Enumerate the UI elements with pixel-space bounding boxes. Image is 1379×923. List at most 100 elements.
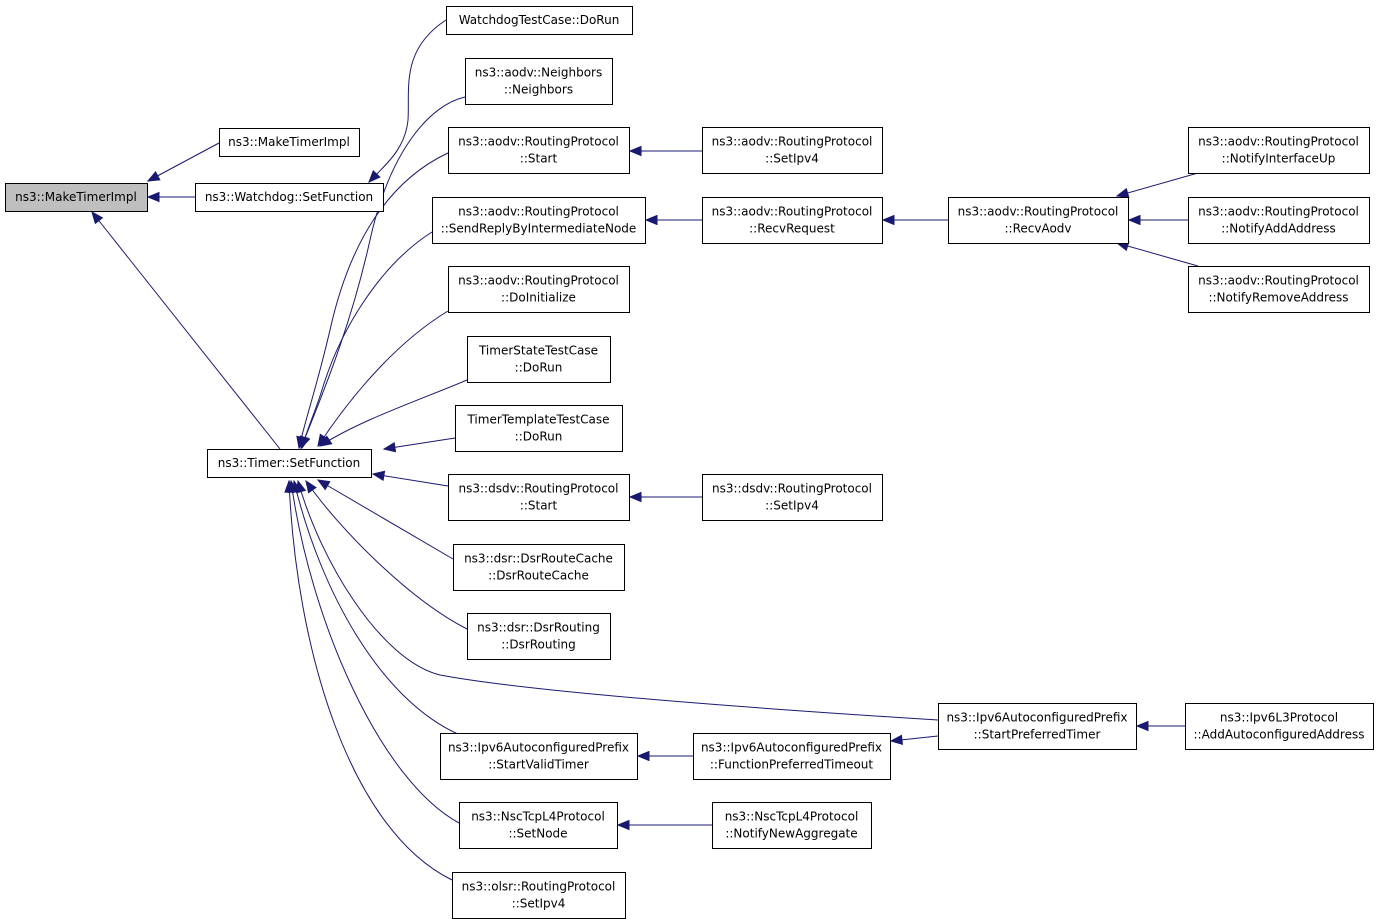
edge-svt-to-tsf: [291, 479, 461, 736]
node-label-line: ::DoRun: [515, 430, 563, 444]
node-label-line: ::NotifyRemoveAddress: [1208, 291, 1348, 305]
edge-line: [290, 480, 460, 824]
node-label-line: TimerStateTestCase: [478, 344, 598, 358]
node-box: [446, 6, 633, 35]
node-label-line: ns3::aodv::RoutingProtocol: [1198, 135, 1359, 149]
edge-olsr-to-tsf: [284, 479, 453, 881]
edge-tsf-to-root: [91, 210, 281, 450]
node-label-line: ::DoRun: [515, 361, 563, 375]
node-mti2[interactable]: ns3::MakeTimerImpl: [219, 128, 360, 157]
arrowhead: [371, 470, 386, 481]
edge-line: [317, 310, 449, 447]
node-label-line: ::DsrRouting: [501, 638, 576, 652]
node-label-line: ns3::Ipv6AutoconfiguredPrefix: [946, 711, 1127, 725]
node-tsf[interactable]: ns3::Timer::SetFunction: [207, 449, 372, 478]
edge-dstart-to-tsf: [371, 470, 449, 487]
node-aifup[interactable]: ns3::aodv::RoutingProtocol::NotifyInterf…: [1188, 127, 1370, 174]
edge-wtc-to-wsf: [368, 19, 447, 183]
node-label-line: ::StartValidTimer: [488, 758, 589, 772]
node-box: [1188, 266, 1370, 313]
nodes-layer: ns3::MakeTimerImplns3::MakeTimerImplns3:…: [5, 6, 1374, 919]
node-label-line: ns3::Ipv6AutoconfiguredPrefix: [448, 741, 629, 755]
edge-line: [368, 19, 447, 183]
node-label-line: ::NotifyNewAggregate: [725, 827, 857, 841]
node-label-line: ns3::Ipv6L3Protocol: [1220, 711, 1338, 725]
edge-asetipv4-to-astart: [628, 145, 702, 157]
edge-mti2-to-root: [146, 142, 220, 182]
node-box: [467, 336, 611, 383]
node-dstart[interactable]: ns3::dsdv::RoutingProtocol::Start: [448, 474, 630, 521]
arrowhead: [316, 479, 331, 491]
node-wsf[interactable]: ns3::Watchdog::SetFunction: [195, 183, 384, 212]
node-label-line: ::DoInitialize: [501, 291, 576, 305]
node-label-line: ns3::aodv::RoutingProtocol: [712, 135, 873, 149]
node-l3add[interactable]: ns3::Ipv6L3Protocol::AddAutoconfiguredAd…: [1185, 703, 1374, 750]
edge-line: [298, 152, 449, 449]
edge-line: [301, 231, 433, 449]
edge-line: [293, 480, 461, 736]
arrowhead: [881, 214, 895, 226]
edge-line: [305, 480, 468, 630]
node-root[interactable]: ns3::MakeTimerImpl: [5, 183, 148, 212]
node-box: [440, 733, 638, 780]
node-label-line: ::SetIpv4: [765, 152, 819, 166]
node-drouting[interactable]: ns3::dsr::DsrRouting::DsrRouting: [467, 613, 611, 660]
node-aaddaddr[interactable]: ns3::aodv::RoutingProtocol::NotifyAddAdd…: [1188, 197, 1370, 244]
edge-arecvreq-to-asend: [644, 214, 702, 226]
edge-line: [319, 379, 468, 447]
node-astart[interactable]: ns3::aodv::RoutingProtocol::Start: [448, 127, 630, 174]
arrowhead: [1135, 720, 1149, 732]
node-nscnotify[interactable]: ns3::NscTcpL4Protocol::NotifyNewAggregat…: [712, 802, 872, 849]
edges-layer: [91, 19, 1199, 881]
node-box: [5, 183, 148, 212]
arrowhead: [91, 210, 104, 225]
node-svt[interactable]: ns3::Ipv6AutoconfiguredPrefix::StartVali…: [440, 733, 638, 780]
node-arecvaodv[interactable]: ns3::aodv::RoutingProtocol::RecvAodv: [948, 197, 1129, 244]
node-asetipv4[interactable]: ns3::aodv::RoutingProtocol::SetIpv4: [702, 127, 883, 174]
node-tstc[interactable]: TimerStateTestCase::DoRun: [467, 336, 611, 383]
arrowhead: [284, 479, 295, 493]
node-box: [467, 613, 611, 660]
node-aremaddr[interactable]: ns3::aodv::RoutingProtocol::NotifyRemove…: [1188, 266, 1370, 313]
node-arecvreq[interactable]: ns3::aodv::RoutingProtocol::RecvRequest: [702, 197, 883, 244]
node-spt[interactable]: ns3::Ipv6AutoconfiguredPrefix::StartPref…: [938, 703, 1137, 750]
edge-asend-to-tsf: [299, 231, 433, 450]
arrowhead: [636, 750, 650, 762]
edge-drouting-to-tsf: [305, 479, 468, 630]
edge-line: [317, 479, 454, 560]
edge-nscset-to-tsf: [287, 479, 460, 824]
arrowhead: [889, 734, 903, 745]
node-label-line: ns3::dsr::DsrRouting: [477, 621, 600, 635]
node-box: [453, 544, 625, 591]
node-tttc[interactable]: TimerTemplateTestCase::DoRun: [455, 405, 623, 452]
node-label-line: ::Start: [520, 499, 558, 513]
node-nscset[interactable]: ns3::NscTcpL4Protocol::SetNode: [459, 802, 618, 849]
node-ainit[interactable]: ns3::aodv::RoutingProtocol::DoInitialize: [448, 266, 630, 313]
edge-line: [383, 437, 456, 450]
node-dsetipv4[interactable]: ns3::dsdv::RoutingProtocol::SetIpv4: [702, 474, 883, 521]
node-box: [452, 872, 626, 919]
edge-drc-to-tsf: [316, 479, 454, 560]
node-olsr[interactable]: ns3::olsr::RoutingProtocol::SetIpv4: [452, 872, 626, 919]
arrowhead: [146, 170, 161, 182]
edge-tstc-to-tsf: [318, 379, 468, 447]
node-fpt[interactable]: ns3::Ipv6AutoconfiguredPrefix::FunctionP…: [693, 733, 891, 780]
node-wtc[interactable]: WatchdogTestCase::DoRun: [446, 6, 633, 35]
node-label-line: ::NotifyAddAddress: [1221, 222, 1336, 236]
node-label-line: ::FunctionPreferredTimeout: [710, 758, 874, 772]
node-asend[interactable]: ns3::aodv::RoutingProtocol::SendReplyByI…: [432, 197, 646, 244]
edge-line: [147, 142, 220, 182]
edge-arecvaodv-to-arecvreq: [881, 214, 948, 226]
node-label-line: ns3::aodv::Neighbors: [475, 66, 602, 80]
arrowhead: [1127, 214, 1141, 226]
node-label-line: ns3::Watchdog::SetFunction: [205, 190, 373, 204]
node-label-line: ::SetNode: [508, 827, 567, 841]
edge-spt-to-fpt: [889, 734, 939, 745]
node-aneigh[interactable]: ns3::aodv::Neighbors::Neighbors: [465, 58, 613, 105]
node-label-line: ns3::olsr::RoutingProtocol: [462, 880, 616, 894]
node-drc[interactable]: ns3::dsr::DsrRouteCache::DsrRouteCache: [453, 544, 625, 591]
node-label-line: ::RecvAodv: [1004, 222, 1071, 236]
node-label-line: TimerTemplateTestCase: [466, 413, 609, 427]
node-box: [448, 127, 630, 174]
arrowhead: [299, 435, 310, 450]
